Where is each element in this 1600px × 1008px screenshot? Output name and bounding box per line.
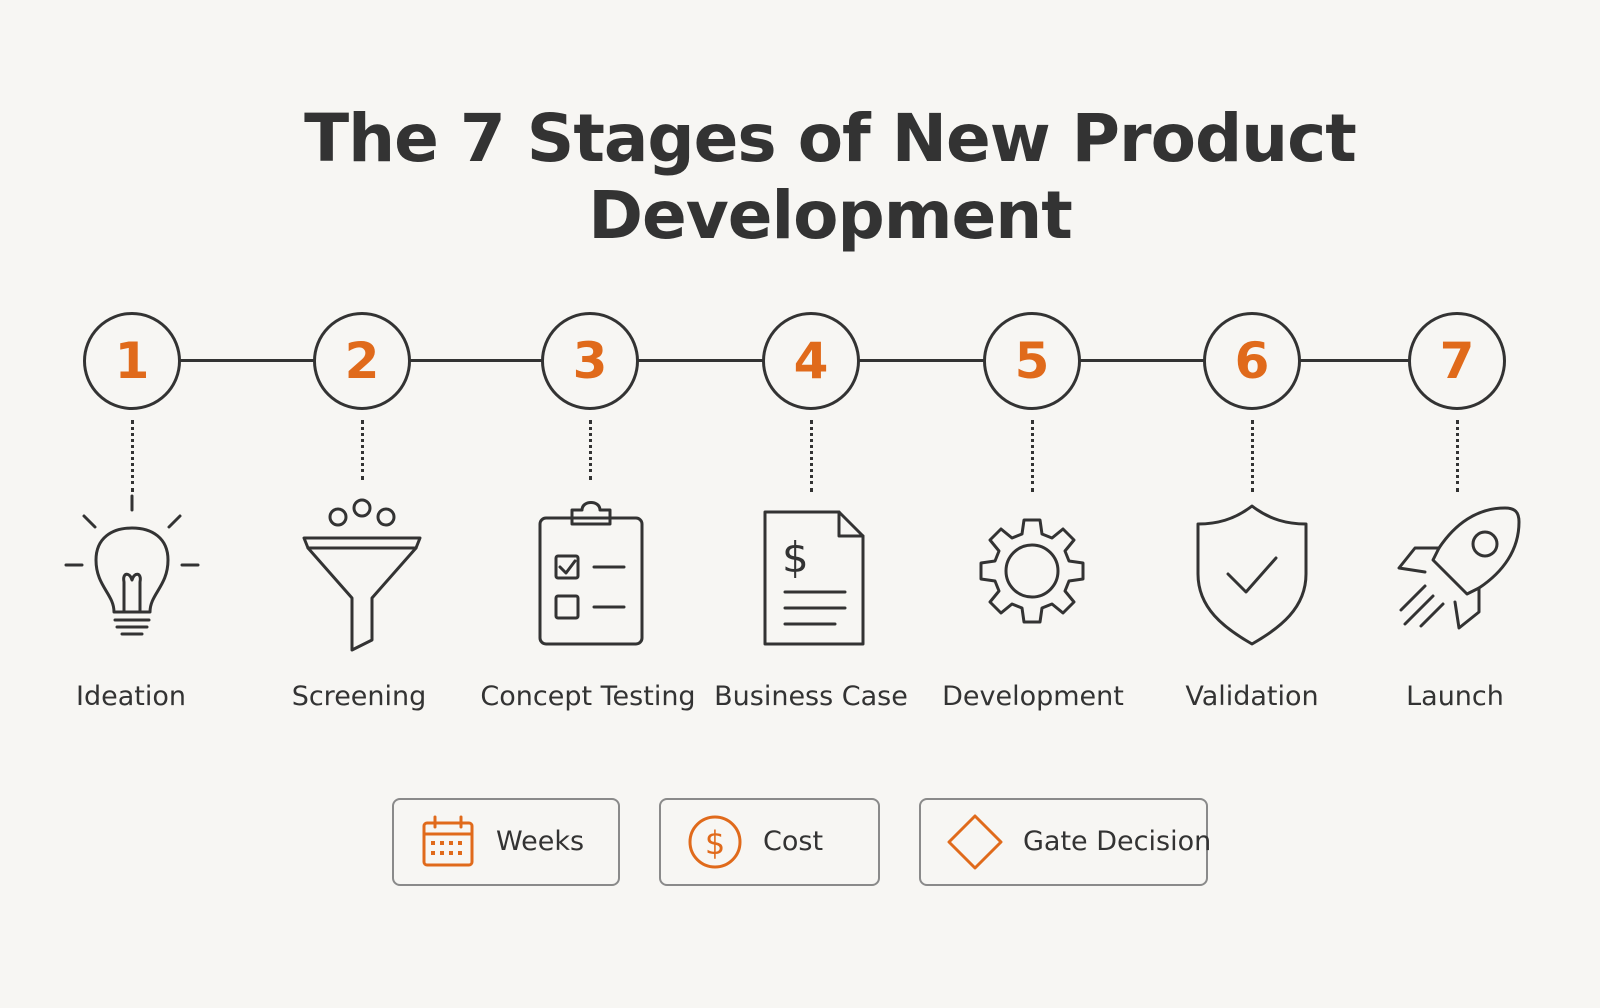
stage-number-1: 1 [83,312,181,410]
stage-number-3: 3 [541,312,639,410]
gear-icon [952,490,1112,660]
stage-number-5: 5 [983,312,1081,410]
stage-number-2: 2 [313,312,411,410]
stage-label-launch: Launch [1406,681,1504,712]
dollar-circle-icon: $ [687,814,743,870]
legend-label-cost: Cost [763,826,824,857]
stage-label-concept-testing: Concept Testing [480,681,696,712]
shield-check-icon [1172,490,1332,660]
stage-connector [361,420,364,480]
stage-label-validation: Validation [1185,681,1319,712]
dollar-document-icon: $ [731,490,891,660]
stage-connector [1251,420,1254,492]
diamond-icon [947,814,1003,870]
stage-label-development: Development [942,681,1124,712]
funnel-icon [282,490,442,660]
legend-label-weeks: Weeks [496,826,585,857]
stage-label-ideation: Ideation [76,681,186,712]
legend-item-cost: $ Cost [659,798,880,886]
stage-connector [131,420,134,492]
svg-text:$: $ [782,533,809,582]
legend-label-gate-decision: Gate Decision [1023,826,1212,857]
stage-connector [1456,420,1459,492]
legend-item-gate-decision: Gate Decision [919,798,1212,886]
stage-label-business-case: Business Case [714,681,908,712]
legend-item-weeks: Weeks [392,798,620,886]
stage-connector [810,420,813,492]
rocket-icon [1377,490,1537,660]
stage-connector [1031,420,1034,492]
page-title: The 7 Stages of New Product Development [304,100,1357,254]
lightbulb-icon [52,490,212,660]
stage-number-4: 4 [762,312,860,410]
svg-text:$: $ [705,824,725,862]
stage-connector [589,420,592,480]
stage-number-6: 6 [1203,312,1301,410]
calendar-icon [420,814,476,870]
stage-number-7: 7 [1408,312,1506,410]
stage-label-screening: Screening [291,681,427,712]
clipboard-checklist-icon [510,490,670,660]
